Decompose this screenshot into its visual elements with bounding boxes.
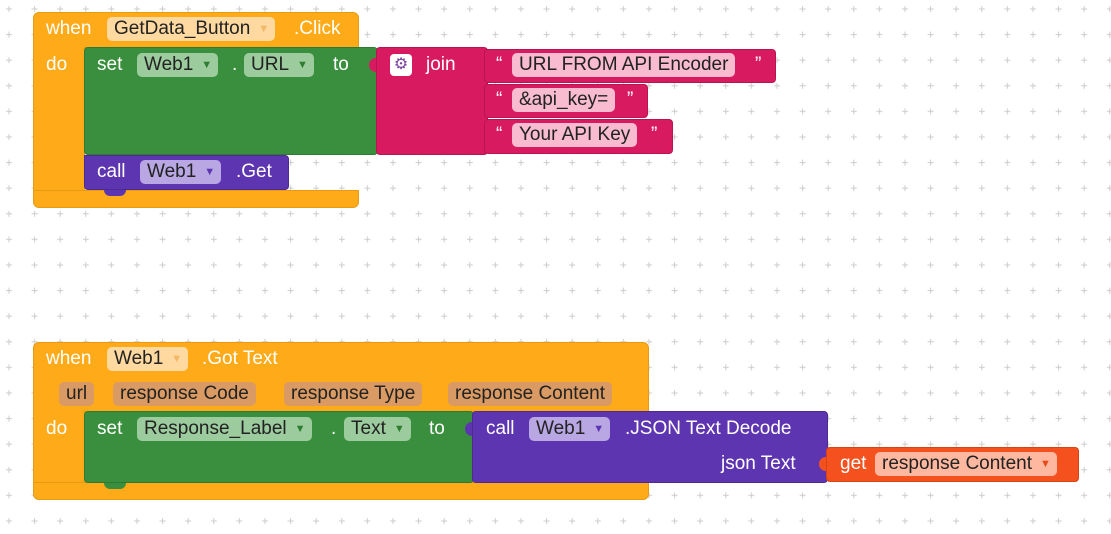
- get-label: get: [840, 453, 867, 474]
- when-label: when: [46, 18, 92, 39]
- dot-separator: .: [331, 418, 337, 439]
- variable-dropdown-response-content[interactable]: response Content ▼: [875, 452, 1057, 476]
- call-label: call: [486, 418, 515, 439]
- close-quote: ”: [651, 124, 658, 145]
- close-quote: ”: [755, 54, 762, 75]
- dot-separator: .: [232, 54, 238, 75]
- when-label: when: [46, 348, 92, 369]
- property-dropdown-text[interactable]: Text ▼: [344, 417, 411, 441]
- event-block-getdata-footer: [33, 190, 359, 208]
- open-quote: “: [496, 124, 503, 145]
- event-param-url[interactable]: url: [59, 382, 95, 406]
- chevron-down-icon[interactable]: ▼: [297, 59, 308, 71]
- event-block-gottext-body: [33, 410, 85, 490]
- string-value-url[interactable]: URL FROM API Encoder: [512, 53, 736, 77]
- call-json-decode-block[interactable]: [472, 411, 828, 483]
- component-name: Web1: [144, 54, 194, 75]
- json-text-arg-label: json Text: [721, 453, 796, 474]
- component-name: Web1: [147, 161, 197, 182]
- component-name: Response_Label: [144, 418, 287, 439]
- get-connector: [819, 457, 826, 471]
- call-connector: [465, 422, 472, 436]
- event-param-response-code[interactable]: response Code: [113, 382, 256, 406]
- component-dropdown-web1[interactable]: Web1 ▼: [137, 53, 219, 77]
- component-name: Web1: [114, 348, 164, 369]
- to-label: to: [429, 418, 445, 439]
- open-quote: “: [496, 89, 503, 110]
- component-dropdown-response-label[interactable]: Response_Label ▼: [137, 417, 312, 441]
- component-name: Web1: [536, 418, 586, 439]
- chevron-down-icon[interactable]: ▼: [171, 353, 183, 365]
- open-quote: “: [496, 54, 503, 75]
- string-value-api-key-param[interactable]: &api_key=: [512, 88, 616, 112]
- event-param-response-content[interactable]: response Content: [448, 382, 612, 406]
- call-label: call: [97, 161, 126, 182]
- property-dropdown-url[interactable]: URL ▼: [244, 53, 314, 77]
- close-quote: ”: [627, 89, 634, 110]
- chevron-down-icon[interactable]: ▼: [201, 59, 213, 71]
- chevron-down-icon[interactable]: ▼: [1040, 458, 1051, 470]
- gear-icon[interactable]: ⚙: [390, 54, 412, 76]
- do-label: do: [46, 418, 68, 439]
- method-name: .Get: [236, 161, 272, 182]
- set-label: set: [97, 418, 123, 439]
- to-label: to: [333, 54, 349, 75]
- join-connector: [369, 58, 376, 72]
- component-name: GetData_Button: [114, 18, 251, 39]
- statement-notch: [104, 190, 126, 196]
- event-name: .Click: [294, 18, 341, 39]
- component-dropdown-web1[interactable]: Web1 ▼: [140, 160, 222, 184]
- event-name: .Got Text: [202, 348, 278, 369]
- string-value-api-key[interactable]: Your API Key: [512, 123, 638, 147]
- event-param-response-type[interactable]: response Type: [284, 382, 423, 406]
- statement-notch: [104, 483, 126, 489]
- variable-name: response Content: [882, 453, 1032, 474]
- component-dropdown-getdata-button[interactable]: GetData_Button ▼: [107, 17, 276, 41]
- chevron-down-icon[interactable]: ▼: [204, 166, 216, 178]
- component-dropdown-web1[interactable]: Web1 ▼: [529, 417, 611, 441]
- property-name: URL: [251, 54, 290, 75]
- chevron-down-icon[interactable]: ▼: [258, 23, 270, 35]
- chevron-down-icon[interactable]: ▼: [393, 423, 405, 435]
- join-label: join: [426, 54, 456, 75]
- method-name: .JSON Text Decode: [625, 418, 792, 439]
- chevron-down-icon[interactable]: ▼: [294, 423, 306, 435]
- set-label: set: [97, 54, 123, 75]
- do-label: do: [46, 54, 68, 75]
- component-dropdown-web1[interactable]: Web1 ▼: [107, 347, 189, 371]
- property-name: Text: [351, 418, 386, 439]
- chevron-down-icon[interactable]: ▼: [593, 423, 605, 435]
